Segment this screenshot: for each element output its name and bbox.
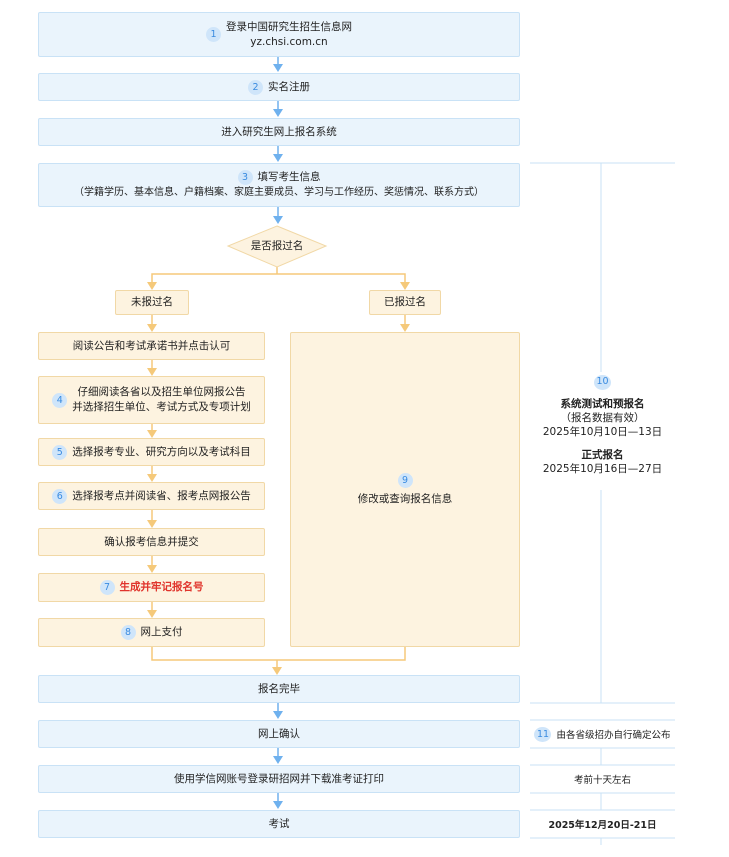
step-label: 填写考生信息 [257,171,321,183]
orange-arrowheads [147,282,410,675]
blue-arrows [273,57,283,809]
step-select-unit: 4 仔细阅读各省以及招生单位网报公告并选择招生单位、考试方式及专项计划 [38,376,265,424]
formal-registration-dates: 2025年10月16日—27日 [542,462,663,475]
step-label: 修改或查询报名信息 [357,492,453,505]
pre-registration-note: （报名数据有效） [560,411,645,424]
step-number-badge: 5 [52,444,68,460]
website-url: yz.chsi.com.cn [250,35,328,48]
pre-registration-dates: 2025年10月10日—13日 [542,425,663,438]
step-select-site: 6 选择报考点并阅读省、报考点网报公告 [38,482,265,510]
step-label: 实名注册 [268,80,310,93]
step-label: 选择报考点并阅读省、报考点网报公告 [72,489,251,502]
step-print-ticket: 使用学信网账号登录研招网并下载准考证打印 [38,765,520,793]
step-read-notice: 阅读公告和考试承诺书并点击认可 [38,332,265,360]
step-enter-system: 进入研究生网上报名系统 [38,118,520,146]
decision-diamond [226,225,328,268]
step-payment: 8 网上支付 [38,618,265,647]
step-confirm-submit: 确认报考信息并提交 [38,528,265,556]
exam-date: 2025年12月20日-21日 [530,817,675,831]
step-complete: 报名完毕 [38,675,520,703]
branch-registered: 已报过名 [369,290,441,315]
step-label: 网上支付 [140,626,183,638]
step-number-badge: 4 [52,392,68,408]
decision-label: 是否报过名 [250,239,304,252]
step-number-badge: 6 [52,488,68,504]
orange-lines [151,267,406,668]
step-number-badge: 7 [99,580,115,595]
step-exam: 考试 [38,810,520,838]
step-login: 1 登录中国研究生招生信息网 yz.chsi.com.cn [38,12,520,57]
step-label: 选择报考专业、研究方向以及考试科目 [72,445,251,458]
step-register: 2 实名注册 [38,73,520,101]
step-label: 登录中国研究生招生信息网 [226,20,352,33]
step-label-2: 并选择招生单位、考试方式及专项计划 [72,401,251,413]
step-online-confirm: 网上确认 [38,720,520,748]
step-number-badge: 8 [120,625,136,640]
branch-not-registered: 未报过名 [115,290,189,315]
step-label: 生成并牢记报名号 [119,581,204,593]
step-label: 进入研究生网上报名系统 [221,125,337,138]
registration-period-info: 10 系统测试和预报名 （报名数据有效） 2025年10月10日—13日 正式报… [530,374,675,476]
online-confirm-note: 由各省级招办自行确定公布 [556,730,671,741]
step-number-badge: 10 [594,374,611,390]
step-number-badge: 1 [206,27,221,42]
step-number-badge: 11 [534,726,552,742]
step-fill-info: 3 填写考生信息 （学籍学历、基本信息、户籍档案、家庭主要成员、学习与工作经历、奖… [38,163,520,207]
side-lines [530,162,675,845]
step-detail: （学籍学历、基本信息、户籍档案、家庭主要成员、学习与工作经历、奖惩情况、联系方式… [74,187,484,198]
pre-registration-title: 系统测试和预报名 [560,397,645,410]
step-label: 仔细阅读各省以及招生单位网报公告 [77,386,246,398]
online-confirm-time: 11 由各省级招办自行确定公布 [530,726,675,742]
step-number-badge: 9 [397,472,413,488]
formal-registration-title: 正式报名 [581,448,624,461]
step-number-badge: 3 [237,170,253,185]
step-registration-number: 7 生成并牢记报名号 [38,573,265,602]
print-time: 考前十天左右 [530,772,675,786]
step-modify-query: 9 修改或查询报名信息 [290,332,520,647]
step-number-badge: 2 [248,79,263,95]
step-select-major: 5 选择报考专业、研究方向以及考试科目 [38,438,265,466]
